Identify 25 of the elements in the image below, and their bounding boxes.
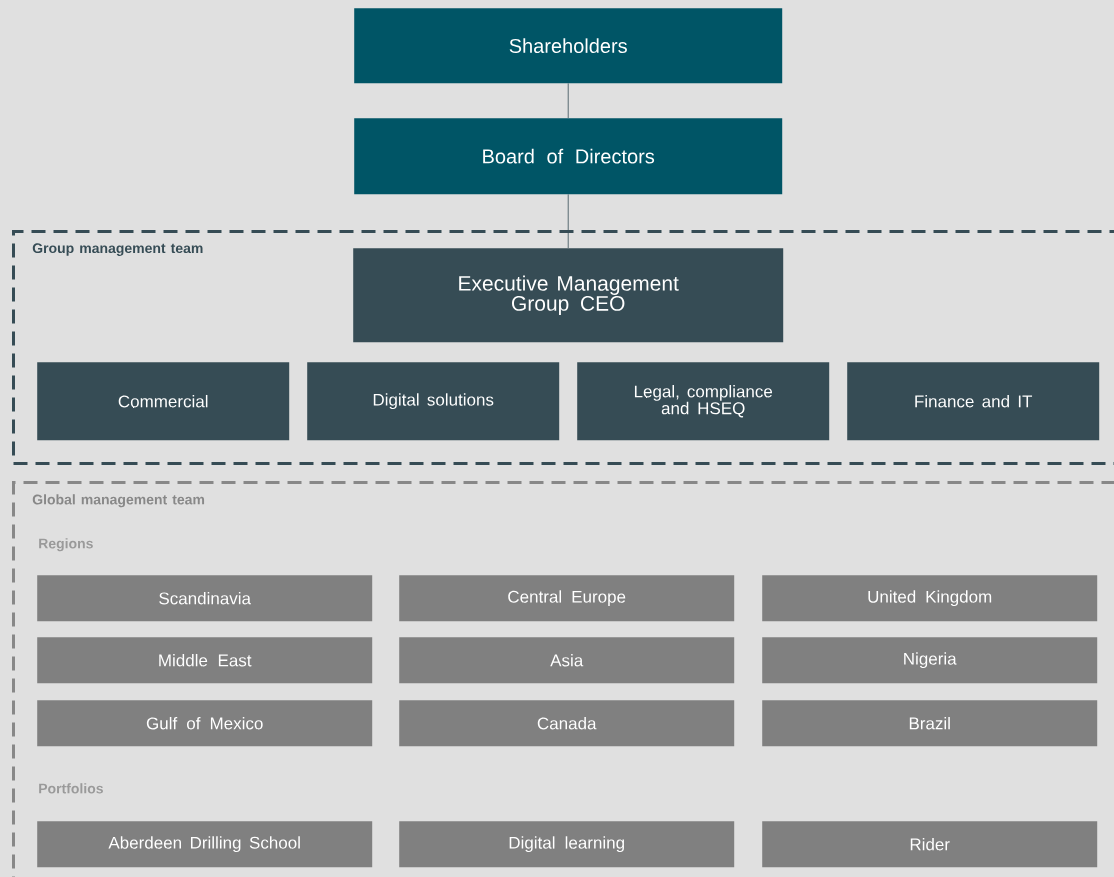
section-heading: Regions [39, 538, 93, 552]
org-box: Digital learning [399, 821, 735, 868]
group-heading: Global management team [32, 494, 205, 508]
group-heading: Group management team [32, 243, 203, 256]
org-box: Commercial [37, 362, 290, 441]
org-box: Shareholders [354, 8, 783, 84]
org-box: Canada [399, 700, 735, 747]
org-box: Scandinavia [37, 575, 373, 622]
org-box: Legal, compliance and HSEQ [577, 362, 830, 441]
org-box: Brazil [762, 700, 1098, 747]
org-box: Board of Directors [354, 118, 783, 195]
org-box: Rider [762, 821, 1098, 868]
org-box: Gulf of Mexico [37, 700, 373, 747]
org-box: Aberdeen Drilling School [37, 821, 373, 868]
org-box: Asia [399, 637, 735, 684]
org-box: Executive Management Group CEO [353, 248, 784, 343]
org-box: United Kingdom [762, 575, 1098, 622]
connector-line [567, 194, 569, 249]
org-box: Finance and IT [847, 362, 1100, 441]
org-box: Central Europe [399, 575, 735, 622]
section-heading: Portfolios [39, 783, 103, 794]
connector-line [567, 83, 569, 119]
org-box: Nigeria [762, 637, 1098, 684]
org-box: Middle East [37, 637, 373, 684]
org-box: Digital solutions [307, 362, 560, 441]
